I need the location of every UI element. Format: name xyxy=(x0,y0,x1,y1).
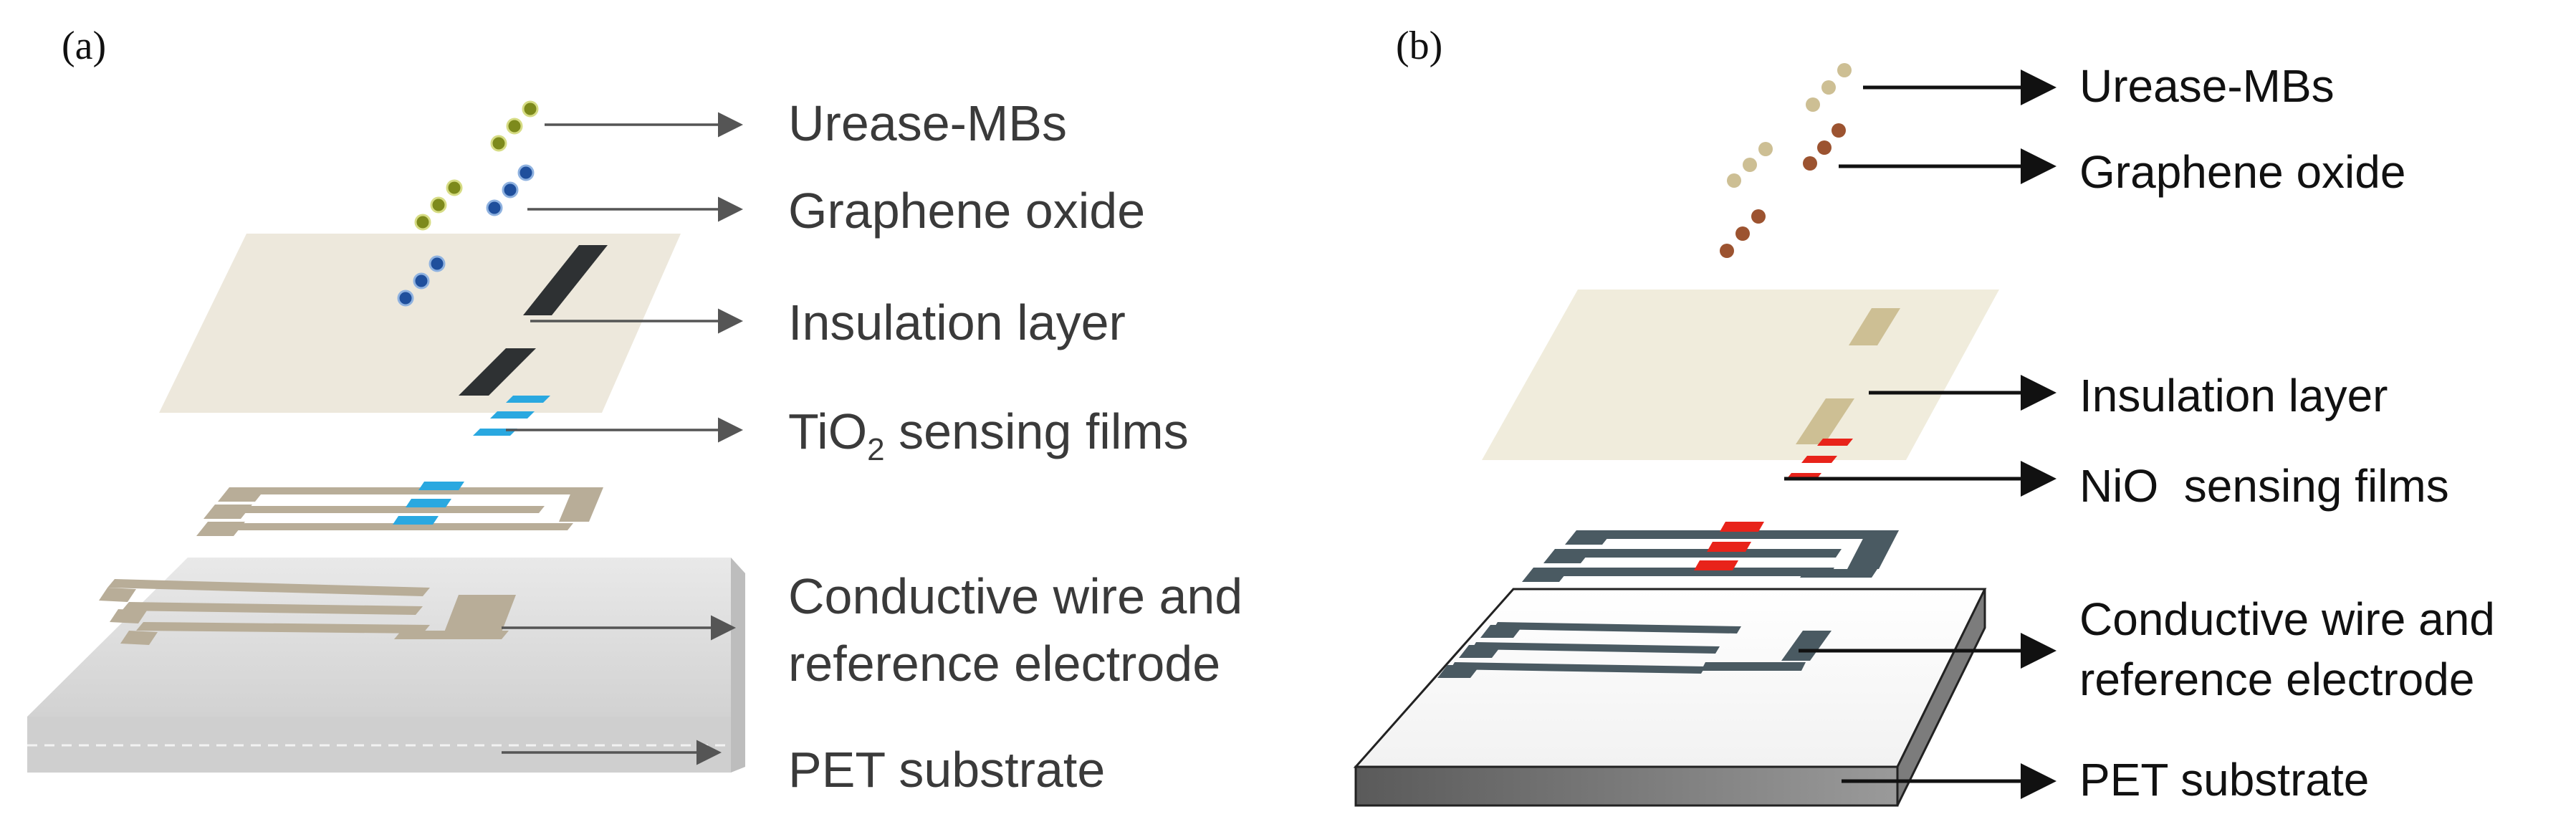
panel-a-graphene-beads xyxy=(397,164,535,307)
label-b-urease: Urease-MBs xyxy=(2079,60,2335,112)
label-a-sensing-sub: 2 xyxy=(867,432,884,467)
label-a-substrate: PET substrate xyxy=(788,742,1105,798)
label-a-sensing-prefix: TiO xyxy=(788,403,867,459)
panel-a-pet-substrate xyxy=(27,558,745,773)
label-a-conductive-line2: reference electrode xyxy=(788,636,1220,692)
panel-b-urease-beads xyxy=(1727,63,1852,188)
label-a-sensing-suffix: sensing films xyxy=(885,403,1189,459)
panel-b-wires-on-substrate xyxy=(1437,622,1832,678)
panel-a-urease-beads xyxy=(414,100,539,231)
label-b-sensing: NiO sensing films xyxy=(2079,460,2449,512)
panel-a-arrows xyxy=(502,112,743,765)
panel-b: (b) xyxy=(1353,24,2495,807)
label-b-insulation: Insulation layer xyxy=(2079,370,2388,421)
label-b-conductive-line1: Conductive wire and xyxy=(2079,593,2495,645)
panel-b-electrode-layer xyxy=(1522,522,1899,582)
panel-a: (a) xyxy=(27,24,1242,798)
panel-b-nio-films xyxy=(1786,439,1853,480)
label-b-conductive-line2: reference electrode xyxy=(2079,654,2474,705)
label-b-substrate: PET substrate xyxy=(2079,754,2369,806)
label-a-sensing: TiO2 sensing films xyxy=(788,403,1189,467)
label-a-urease: Urease-MBs xyxy=(788,95,1067,151)
panel-a-insulation-layer xyxy=(159,234,681,413)
label-b-graphene: Graphene oxide xyxy=(2079,146,2405,198)
panel-b-pet-substrate xyxy=(1353,588,1987,807)
label-a-conductive-line1: Conductive wire and xyxy=(788,568,1242,624)
panel-a-wires-on-substrate xyxy=(99,579,516,645)
panel-a-tag: (a) xyxy=(62,24,106,68)
label-a-graphene: Graphene oxide xyxy=(788,183,1145,239)
panel-b-tag: (b) xyxy=(1396,24,1442,68)
panel-b-arrows xyxy=(1784,70,2057,799)
label-a-insulation: Insulation layer xyxy=(788,295,1126,350)
panel-b-graphene-beads xyxy=(1720,123,1846,258)
panel-a-electrode-layer xyxy=(196,482,603,536)
panel-b-insulation-layer xyxy=(1482,290,1999,460)
